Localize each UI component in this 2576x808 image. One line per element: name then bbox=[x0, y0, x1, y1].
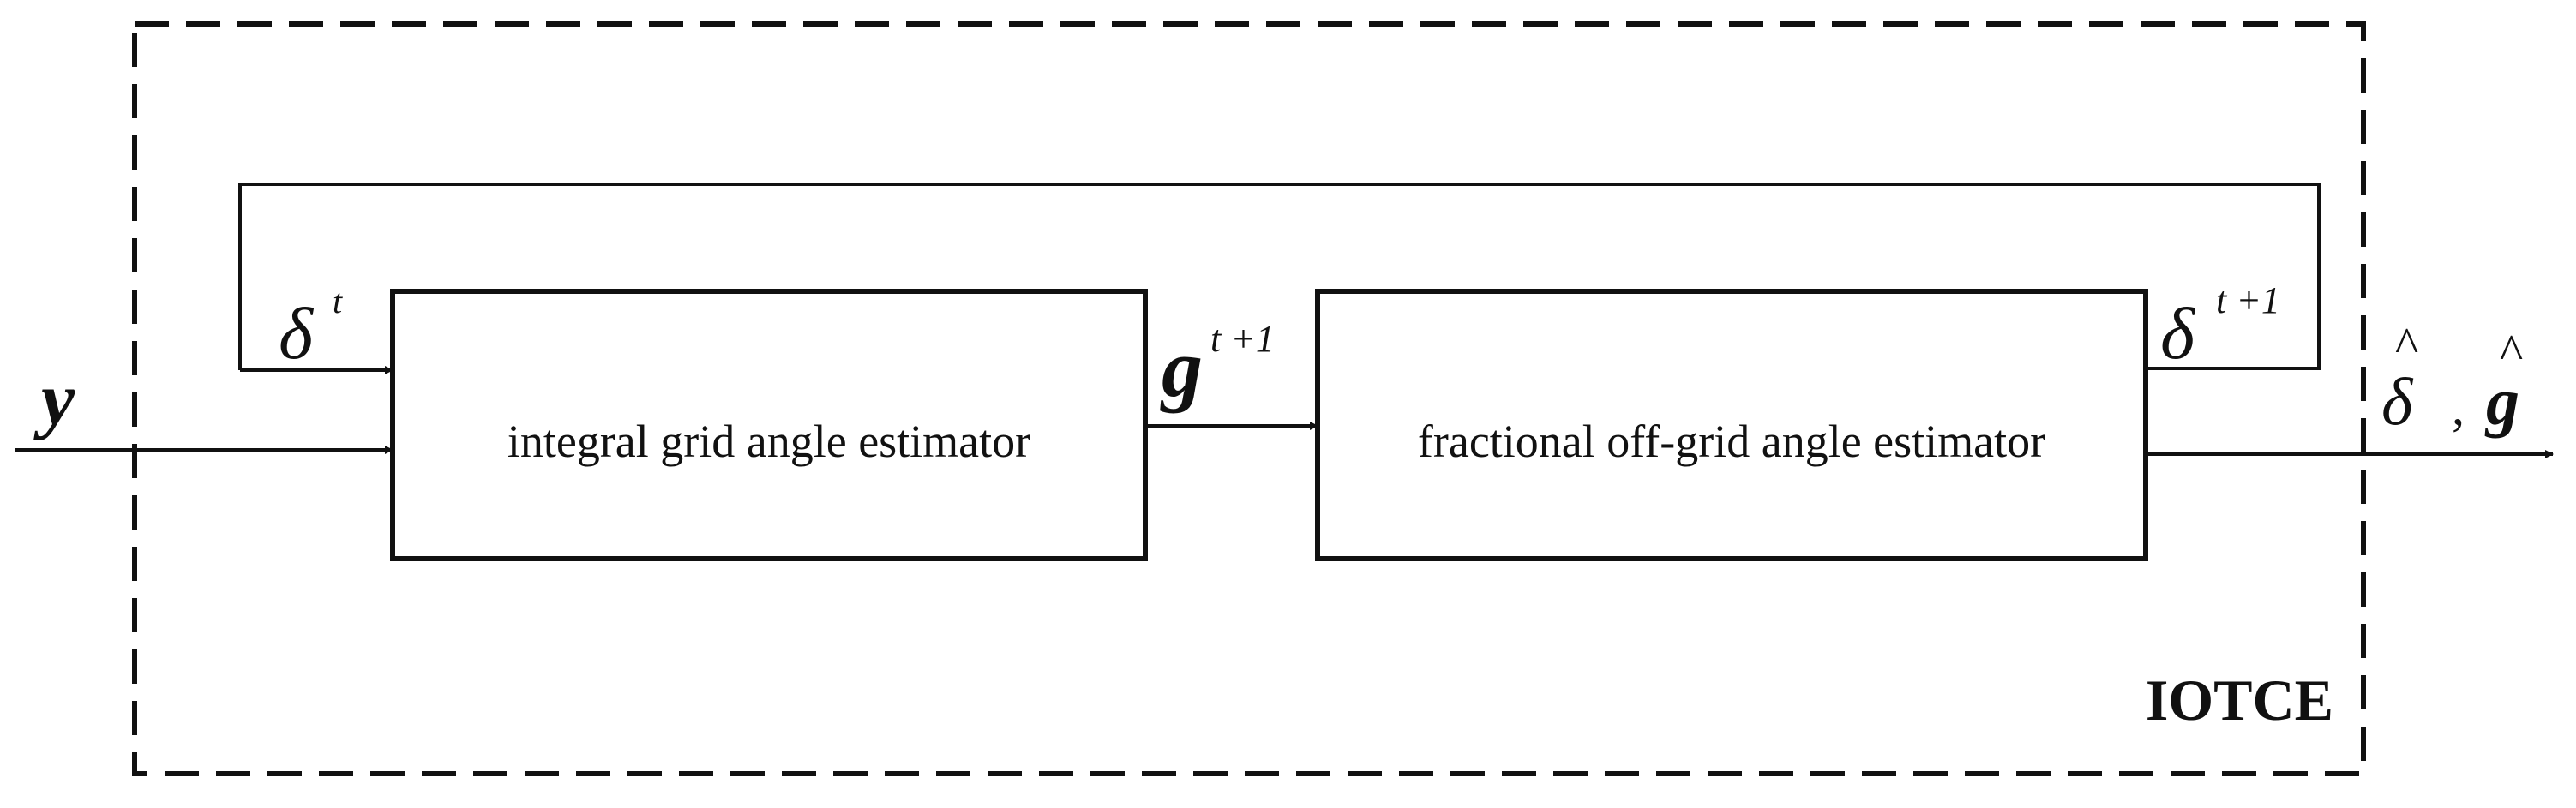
output-separator: , bbox=[2452, 379, 2465, 435]
module-boundary bbox=[132, 21, 2366, 776]
output-hat-g: ^ bbox=[2499, 324, 2523, 380]
output-symbol-delta: δ bbox=[2381, 364, 2414, 439]
feedback-out-symbol: δ bbox=[2160, 292, 2196, 374]
module-name-label: IOTCE bbox=[2146, 667, 2333, 733]
intermediate-superscript: t +1 bbox=[1210, 318, 1275, 360]
output-symbol-g: g bbox=[2484, 364, 2519, 439]
intermediate-symbol: g bbox=[1160, 322, 1203, 414]
output-hat-delta: ^ bbox=[2394, 317, 2418, 373]
fractional-estimator-block bbox=[1315, 289, 2148, 561]
input-signal-y: y bbox=[33, 358, 75, 441]
feedback-loop-line bbox=[238, 183, 2321, 370]
feedback-out-superscript: t +1 bbox=[2216, 279, 2280, 321]
integral-estimator-block bbox=[390, 289, 1148, 561]
feedback-in-superscript: t bbox=[333, 282, 343, 320]
feedback-in-symbol: δ bbox=[279, 292, 315, 374]
integral-estimator-label: integral grid angle estimator bbox=[507, 416, 1030, 467]
fractional-estimator-label: fractional off-grid angle estimator bbox=[1418, 416, 2045, 467]
